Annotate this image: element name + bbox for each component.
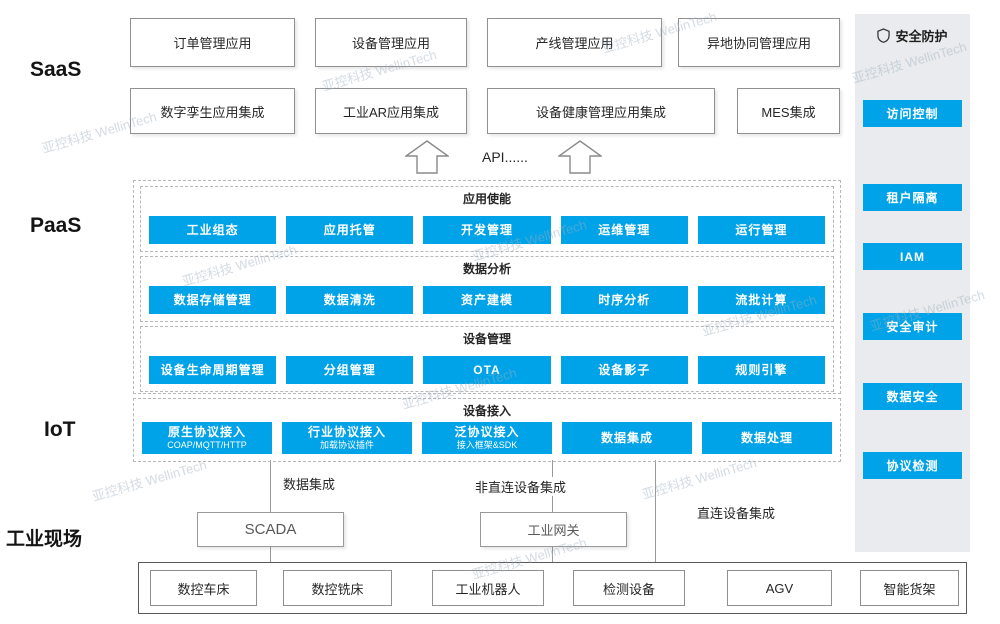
button-row: 设备生命周期管理 分组管理 OTA 设备影子 规则引擎 <box>149 356 826 384</box>
flow-label-direct: 直连设备集成 <box>694 503 779 522</box>
iot-access-subtitle: 加载协议插件 <box>319 439 374 450</box>
iot-access-title: 泛协议接入 <box>454 425 520 440</box>
button-row: 原生协议接入 COAP/MQTT/HTTP 行业协议接入 加载协议插件 泛协议接… <box>142 422 832 454</box>
feature-button: OTA <box>423 356 551 384</box>
feature-button: 应用托管 <box>286 216 414 244</box>
feature-button: 规则引擎 <box>697 356 826 384</box>
security-button: 数据安全 <box>863 383 962 410</box>
iot-access-title: 数据集成 <box>600 430 653 445</box>
flow-label-indirect: 非直连设备集成 <box>472 477 570 496</box>
field-container <box>138 562 967 614</box>
layer-label-saas: SaaS <box>30 58 82 81</box>
connector-line <box>270 545 271 562</box>
arrow-up-icon <box>558 140 602 174</box>
iot-access-button: 原生协议接入 COAP/MQTT/HTTP <box>142 422 272 454</box>
iot-access-button: 行业协议接入 加载协议插件 <box>282 422 412 454</box>
section-title: 设备管理 <box>462 332 511 346</box>
feature-button: 数据存储管理 <box>149 286 277 314</box>
iot-access-subtitle: 接入框架&SDK <box>456 439 518 450</box>
saas-integration-box: 数字孪生应用集成 <box>130 88 295 134</box>
section-title: 设备接入 <box>462 404 511 418</box>
layer-label-paas: PaaS <box>30 214 82 237</box>
security-button: 访问控制 <box>863 100 962 127</box>
iot-access-title: 行业协议接入 <box>307 425 386 440</box>
feature-button: 设备生命周期管理 <box>149 356 277 384</box>
connector-line <box>552 545 553 562</box>
gateway-box: 工业网关 <box>480 512 627 547</box>
paas-section-device-mgmt: 设备管理 设备生命周期管理 分组管理 OTA 设备影子 规则引擎 <box>140 326 834 392</box>
section-title: 应用使能 <box>462 192 511 206</box>
saas-integration-box: 设备健康管理应用集成 <box>487 88 715 134</box>
paas-section-app-enable: 应用使能 工业组态 应用托管 开发管理 运维管理 运行管理 <box>140 186 834 252</box>
saas-app-box: 异地协同管理应用 <box>678 18 840 67</box>
layer-label-field: 工业现场 <box>6 529 83 550</box>
button-row: 工业组态 应用托管 开发管理 运维管理 运行管理 <box>149 216 826 244</box>
feature-button: 时序分析 <box>560 286 688 314</box>
feature-button: 工业组态 <box>149 216 277 244</box>
security-button: IAM <box>863 243 962 270</box>
feature-button: 数据清洗 <box>286 286 414 314</box>
saas-integration-box: 工业AR应用集成 <box>315 88 467 134</box>
device-box: 智能货架 <box>860 570 959 606</box>
security-panel: 安全防护 访问控制 租户隔离 IAM 安全审计 数据安全 协议检测 <box>855 14 970 552</box>
shield-icon <box>877 28 891 43</box>
device-box: 数控铣床 <box>283 570 392 606</box>
scada-box: SCADA <box>197 512 344 547</box>
saas-app-box: 订单管理应用 <box>130 18 295 67</box>
security-button: 安全审计 <box>863 313 962 340</box>
iot-access-button: 泛协议接入 接入框架&SDK <box>422 422 552 454</box>
iot-access-subtitle: COAP/MQTT/HTTP <box>167 439 247 450</box>
device-box: 数控车床 <box>150 570 257 606</box>
connector-line <box>270 460 271 512</box>
paas-section-data-analysis: 数据分析 数据存储管理 数据清洗 资产建模 时序分析 流批计算 <box>140 256 834 322</box>
iot-access-button: 数据集成 <box>562 422 692 454</box>
iot-access-title: 原生协议接入 <box>167 425 246 440</box>
feature-button: 设备影子 <box>560 356 688 384</box>
iot-section-device-access: 设备接入 原生协议接入 COAP/MQTT/HTTP 行业协议接入 加载协议插件… <box>133 398 841 462</box>
feature-button: 流批计算 <box>697 286 826 314</box>
device-box: 工业机器人 <box>432 570 544 606</box>
connector-line <box>655 460 656 562</box>
feature-button: 分组管理 <box>286 356 414 384</box>
button-row: 数据存储管理 数据清洗 资产建模 时序分析 流批计算 <box>149 286 826 314</box>
arrow-up-icon <box>405 140 449 174</box>
security-button: 协议检测 <box>863 452 962 479</box>
security-button: 租户隔离 <box>863 184 962 211</box>
feature-button: 运行管理 <box>697 216 826 244</box>
security-title: 安全防护 <box>895 29 948 44</box>
saas-app-box: 设备管理应用 <box>315 18 467 67</box>
saas-integration-box: MES集成 <box>737 88 840 134</box>
api-label: API...... <box>482 149 528 165</box>
feature-button: 运维管理 <box>560 216 688 244</box>
flow-label-data-integration: 数据集成 <box>280 474 339 493</box>
device-box: 检测设备 <box>573 570 685 606</box>
device-box: AGV <box>727 570 832 606</box>
section-title: 数据分析 <box>462 262 511 276</box>
iot-access-button: 数据处理 <box>702 422 832 454</box>
layer-label-iot: IoT <box>44 418 76 441</box>
paas-container <box>133 180 841 394</box>
saas-app-box: 产线管理应用 <box>487 18 662 67</box>
feature-button: 开发管理 <box>423 216 551 244</box>
security-panel-header: 安全防护 <box>855 26 970 45</box>
iot-access-title: 数据处理 <box>740 430 793 445</box>
feature-button: 资产建模 <box>423 286 551 314</box>
